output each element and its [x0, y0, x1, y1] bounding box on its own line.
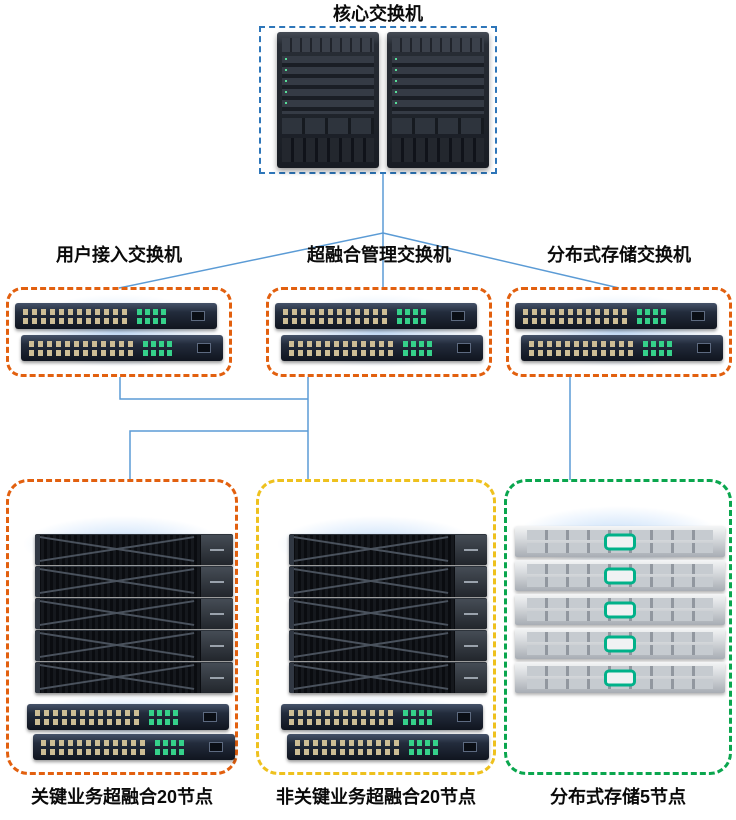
access-switch-label: 用户接入交换机 — [56, 245, 182, 265]
noncritical-hci-cluster-group — [256, 479, 496, 775]
critical-cluster-label: 关键业务超融合20节点 — [30, 787, 214, 807]
noncritical-cluster-label: 非关键业务超融合20节点 — [275, 787, 477, 807]
critical-cluster-switch-2 — [33, 734, 235, 760]
storage-node-3 — [515, 594, 725, 625]
noncritical-server-node-1 — [289, 534, 487, 565]
storage-node-1 — [515, 526, 725, 557]
critical-hci-cluster-group — [6, 479, 238, 775]
noncritical-cluster-switch-1 — [281, 704, 483, 730]
storage-switch-group — [506, 287, 732, 377]
link-access-down — [119, 377, 308, 400]
critical-cluster-switch-1 — [27, 704, 229, 730]
storage-rack-switch-1 — [515, 303, 717, 329]
noncritical-server-node-3 — [289, 598, 487, 629]
noncritical-server-node-4 — [289, 630, 487, 661]
storage-node-5 — [515, 662, 725, 693]
storage-nodes-label: 分布式存储5节点 — [549, 787, 686, 807]
critical-server-node-2 — [35, 566, 233, 597]
critical-server-node-4 — [35, 630, 233, 661]
hci-mgmt-rack-switch-2 — [281, 335, 483, 361]
noncritical-server-node-2 — [289, 566, 487, 597]
critical-server-node-5 — [35, 662, 233, 693]
access-rack-switch-2 — [21, 335, 223, 361]
link-hci-to-critical — [129, 430, 308, 480]
core-switch-label: 核心交换机 — [333, 4, 423, 24]
critical-server-node-1 — [35, 534, 233, 565]
critical-server-node-3 — [35, 598, 233, 629]
storage-switch-label: 分布式存储交换机 — [547, 245, 691, 265]
link-core-to-access — [118, 232, 384, 289]
noncritical-server-node-5 — [289, 662, 487, 693]
hci-mgmt-switch-label: 超融合管理交换机 — [307, 245, 451, 265]
storage-rack-switch-2 — [521, 335, 723, 361]
storage-node-2 — [515, 560, 725, 591]
storage-node-4 — [515, 628, 725, 659]
access-switch-group — [6, 287, 232, 377]
distributed-storage-group — [504, 479, 732, 775]
hci-mgmt-rack-switch-1 — [275, 303, 477, 329]
noncritical-cluster-switch-2 — [287, 734, 489, 760]
access-rack-switch-1 — [15, 303, 217, 329]
chassis-switch-1 — [277, 32, 379, 168]
core-switch-group — [259, 26, 497, 174]
hci-mgmt-switch-group — [266, 287, 492, 377]
chassis-switch-2 — [387, 32, 489, 168]
link-core-to-storage-switch — [382, 232, 620, 289]
